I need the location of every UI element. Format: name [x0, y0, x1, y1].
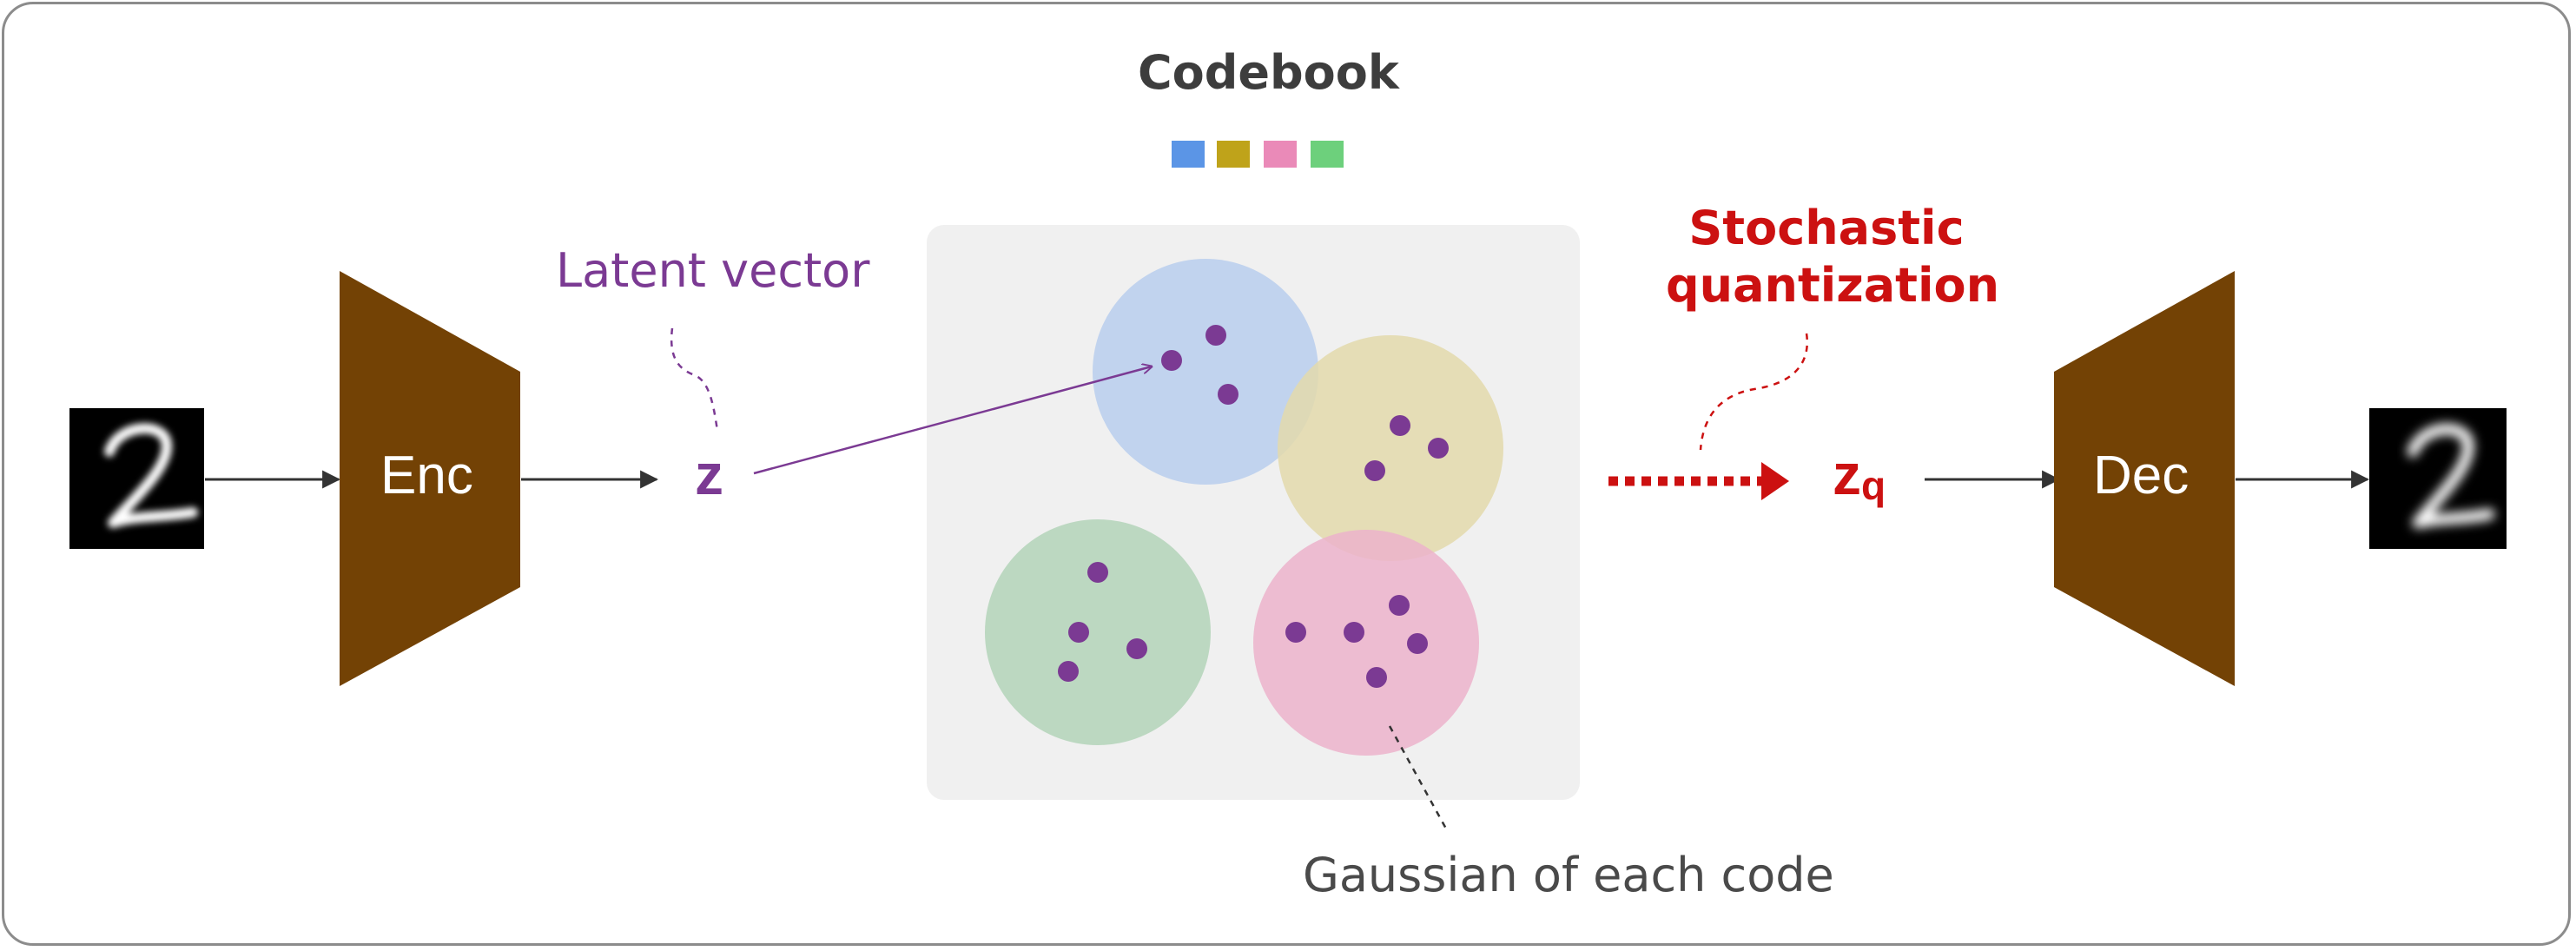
codebook-swatch-blue	[1172, 141, 1205, 168]
code-gaussian-blue	[1093, 259, 1318, 485]
codebook-swatch-green	[1311, 141, 1344, 168]
code-point	[1428, 438, 1449, 459]
code-point	[1218, 384, 1238, 405]
stochastic-quantization-label: Stochastic quantization	[1666, 201, 2000, 313]
zq-subscript: q	[1861, 463, 1886, 508]
gaussian-label: Gaussian of each code	[1303, 848, 1834, 902]
code-point	[1126, 638, 1147, 659]
code-point	[1366, 667, 1387, 688]
code-gaussian-yellow	[1278, 335, 1503, 561]
code-point	[1205, 325, 1226, 346]
quantized-zq-symbol: zq	[1833, 441, 1886, 508]
zq-main: z	[1833, 442, 1861, 506]
code-gaussian-pink	[1253, 530, 1479, 756]
arrow-z-to-codebook	[753, 367, 1152, 475]
latent-vector-label: Latent vector	[556, 243, 870, 298]
code-point	[1285, 622, 1306, 643]
latent-z-symbol: z	[695, 442, 723, 506]
code-gaussian-green	[985, 519, 1211, 745]
code-point	[1087, 562, 1108, 583]
code-point	[1068, 622, 1089, 643]
code-point	[1161, 350, 1182, 371]
code-point	[1390, 415, 1410, 436]
codebook-swatch-yellow	[1217, 141, 1250, 168]
encoder-label: Enc	[380, 446, 473, 505]
decoder-label: Dec	[2093, 446, 2190, 505]
code-point	[1389, 595, 1410, 616]
input-digit-image	[69, 408, 204, 549]
gaussian-label-pointer	[1388, 725, 1449, 831]
latent-vector-pointer	[670, 327, 719, 432]
decoder-block	[2054, 271, 2235, 686]
code-point	[1344, 622, 1364, 643]
stochastic-quantization-pointer	[1699, 333, 1808, 451]
stochastic-arrow-head	[1761, 462, 1789, 500]
codebook-swatch-pink	[1264, 141, 1297, 168]
output-digit-image	[2369, 408, 2507, 549]
encoder-block	[340, 271, 520, 686]
code-point	[1407, 633, 1428, 654]
codebook-title: Codebook	[1138, 45, 1399, 100]
code-point	[1364, 460, 1385, 481]
code-point	[1058, 661, 1079, 682]
